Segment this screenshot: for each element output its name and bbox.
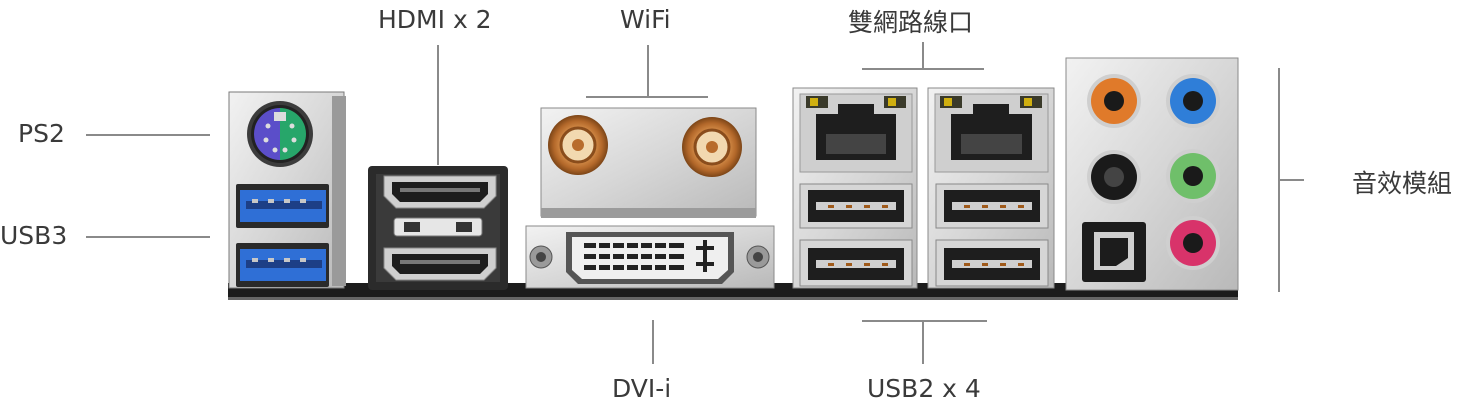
- audio-jack-pink: [1166, 216, 1220, 270]
- audio-module: [1065, 57, 1239, 291]
- usb2-port-right-bottom: [935, 239, 1049, 287]
- usb2-port-left-bottom: [799, 239, 913, 287]
- usb2-port-right-top: [935, 183, 1049, 229]
- audio-jack-black: [1087, 150, 1141, 204]
- wifi-label: WiFi: [620, 5, 671, 34]
- hdmi-ports: [368, 166, 508, 290]
- lan-port-right: [934, 93, 1049, 173]
- ps2-leader-line: [86, 134, 210, 136]
- hdmi-label: HDMI x 2: [378, 5, 492, 34]
- ps2-label: PS2: [18, 119, 65, 148]
- usb3-label: USB3: [0, 221, 68, 250]
- dvi-leader-line: [652, 320, 654, 364]
- audio-bracket-line-horizontal: [1278, 179, 1304, 181]
- dvi-port: [525, 225, 775, 289]
- lan-leader-line-vertical: [922, 42, 924, 69]
- audio-jack-green: [1166, 149, 1220, 203]
- optical-spdif-port: [1082, 222, 1146, 282]
- ps2-usb3-stack: [228, 91, 346, 289]
- usb3-leader-line: [86, 236, 210, 238]
- audio-label: 音效模組: [1352, 169, 1453, 198]
- wifi-leader-line-vertical: [647, 45, 649, 97]
- audio-jack-blue: [1166, 74, 1220, 128]
- usb2-port-left-top: [799, 183, 913, 229]
- usb3-port-top: [236, 184, 329, 228]
- wifi-antenna-plate: [540, 107, 757, 218]
- lan-leader-line-horizontal: [862, 68, 984, 70]
- lan-port-left: [799, 93, 913, 173]
- usb2-leader-line-horizontal: [862, 320, 987, 322]
- audio-jack-orange: [1087, 74, 1141, 128]
- wifi-leader-line-horizontal: [586, 96, 708, 98]
- wifi-antenna-connector-right: [682, 117, 742, 177]
- lan-usb2-stack-left: [792, 87, 918, 289]
- hdmi-leader-line: [437, 45, 439, 165]
- lan-usb2-stack-right: [927, 87, 1055, 289]
- wifi-antenna-connector-left: [548, 115, 608, 175]
- usb3-port-bottom: [236, 243, 329, 287]
- usb2-leader-line-vertical: [922, 320, 924, 364]
- dvi-label: DVI-i: [612, 374, 672, 403]
- lan-label: 雙網路線口: [848, 8, 974, 37]
- usb2-label: USB2 x 4: [867, 374, 981, 403]
